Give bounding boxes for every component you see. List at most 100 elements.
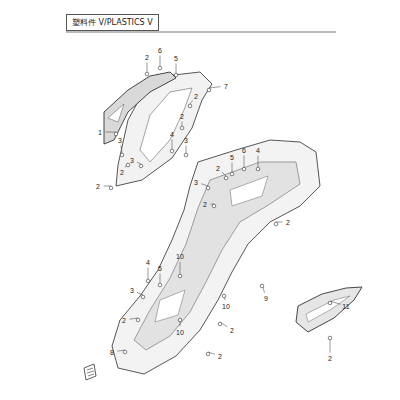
callout-number: 3 [194, 179, 198, 186]
frame-line [66, 32, 336, 33]
leader-line [201, 184, 208, 186]
leader-line [222, 172, 226, 176]
leader-line [182, 122, 183, 127]
callout-number: 9 [264, 295, 268, 302]
fastener-symbol [242, 167, 246, 171]
callout-number: 11 [342, 303, 349, 310]
fastener-symbol [218, 322, 222, 326]
cowl-opening [140, 88, 192, 162]
fastener-symbol [109, 186, 113, 190]
strip-detail [108, 104, 124, 122]
callout-number: 2 [218, 353, 222, 360]
fastener-symbol [188, 104, 192, 108]
fastener-symbol [120, 153, 124, 157]
leader-line [106, 132, 117, 133]
tray-inner [134, 162, 300, 350]
leader-line [147, 63, 148, 73]
fastener-symbol [114, 132, 118, 136]
fastener-symbol [230, 172, 234, 176]
leader-line [137, 292, 143, 295]
fastener-symbol [207, 88, 211, 92]
callout-number: 2 [203, 201, 207, 208]
fastener-symbol [178, 274, 182, 278]
fastener-symbol [260, 284, 264, 288]
under-tray-part [112, 140, 320, 374]
fastener-symbol [184, 153, 188, 157]
fastener-symbol [170, 149, 174, 153]
tray-pocket [155, 290, 185, 322]
leader-line [258, 156, 259, 168]
callout-number: 4 [256, 147, 260, 154]
callout-number: 2 [120, 169, 124, 176]
callout-number: 7 [224, 83, 228, 90]
fastener-symbol [178, 318, 182, 322]
callout-number: 10 [176, 329, 184, 336]
fastener-symbol [222, 294, 226, 298]
callout-number: 1 [98, 129, 102, 136]
callout-number: 2 [328, 355, 332, 362]
fastener-symbol [136, 318, 140, 322]
callout-number: 6 [242, 147, 246, 154]
side-cover-part [296, 287, 362, 332]
leader-line [180, 262, 181, 274]
fastener-symbol [224, 176, 228, 180]
fastener-symbol [174, 73, 178, 77]
fastener-symbol [123, 350, 127, 354]
fastener-symbol [274, 222, 278, 226]
callout-number: 5 [230, 154, 234, 161]
leader-line [148, 268, 149, 280]
leader-line [232, 163, 233, 173]
fastener-symbol [206, 352, 210, 356]
fastener-symbol [180, 126, 184, 130]
fastener-symbol [158, 283, 162, 287]
callout-number: 2 [145, 54, 149, 61]
fastener-symbol [141, 295, 145, 299]
fastener-symbol [206, 186, 210, 190]
callout-number: 3 [130, 287, 134, 294]
leader-line [160, 56, 161, 67]
fastener-symbol [126, 163, 130, 167]
callout-number: 3 [118, 137, 122, 144]
leader-line [209, 87, 221, 88]
callout-number: 4 [146, 259, 150, 266]
cover-detail [306, 296, 350, 322]
callout-number: 8 [110, 349, 114, 356]
fastener-symbol [158, 66, 162, 70]
callout-number: 2 [286, 219, 290, 226]
leader-line [244, 156, 245, 168]
fastener-symbol [146, 279, 150, 283]
fastener-symbol [212, 204, 216, 208]
callout-number: 3 [184, 137, 188, 144]
tray-pocket [230, 176, 268, 206]
fastener-symbol [328, 301, 332, 305]
callout-number: 3 [130, 157, 134, 164]
leader-line [186, 146, 187, 154]
callout-number: 6 [158, 47, 162, 54]
fastener-symbol [145, 72, 149, 76]
leader-line [160, 274, 161, 284]
callout-number: 5 [158, 265, 162, 272]
diagram-title: 塑料件 V/PLASTICS V [66, 14, 159, 31]
leader-line [172, 140, 173, 150]
callout-number: 2 [230, 327, 234, 334]
callout-number: 5 [174, 55, 178, 62]
leader-line [190, 100, 193, 104]
callout-number: 2 [96, 183, 100, 190]
logo-icon [84, 364, 96, 380]
callout-number: 2 [122, 317, 126, 324]
fastener-symbol [139, 164, 143, 168]
fastener-symbol [256, 167, 260, 171]
leader-line [176, 64, 177, 74]
side-strip-part [104, 72, 176, 144]
leader-line [121, 145, 122, 153]
callout-number: 10 [222, 303, 230, 310]
fastener-symbol [328, 336, 332, 340]
callout-number: 2 [180, 113, 184, 120]
leader-line [137, 162, 141, 164]
callout-number: 10 [176, 253, 184, 260]
callout-number: 2 [216, 165, 220, 172]
callout-number: 4 [170, 131, 174, 138]
